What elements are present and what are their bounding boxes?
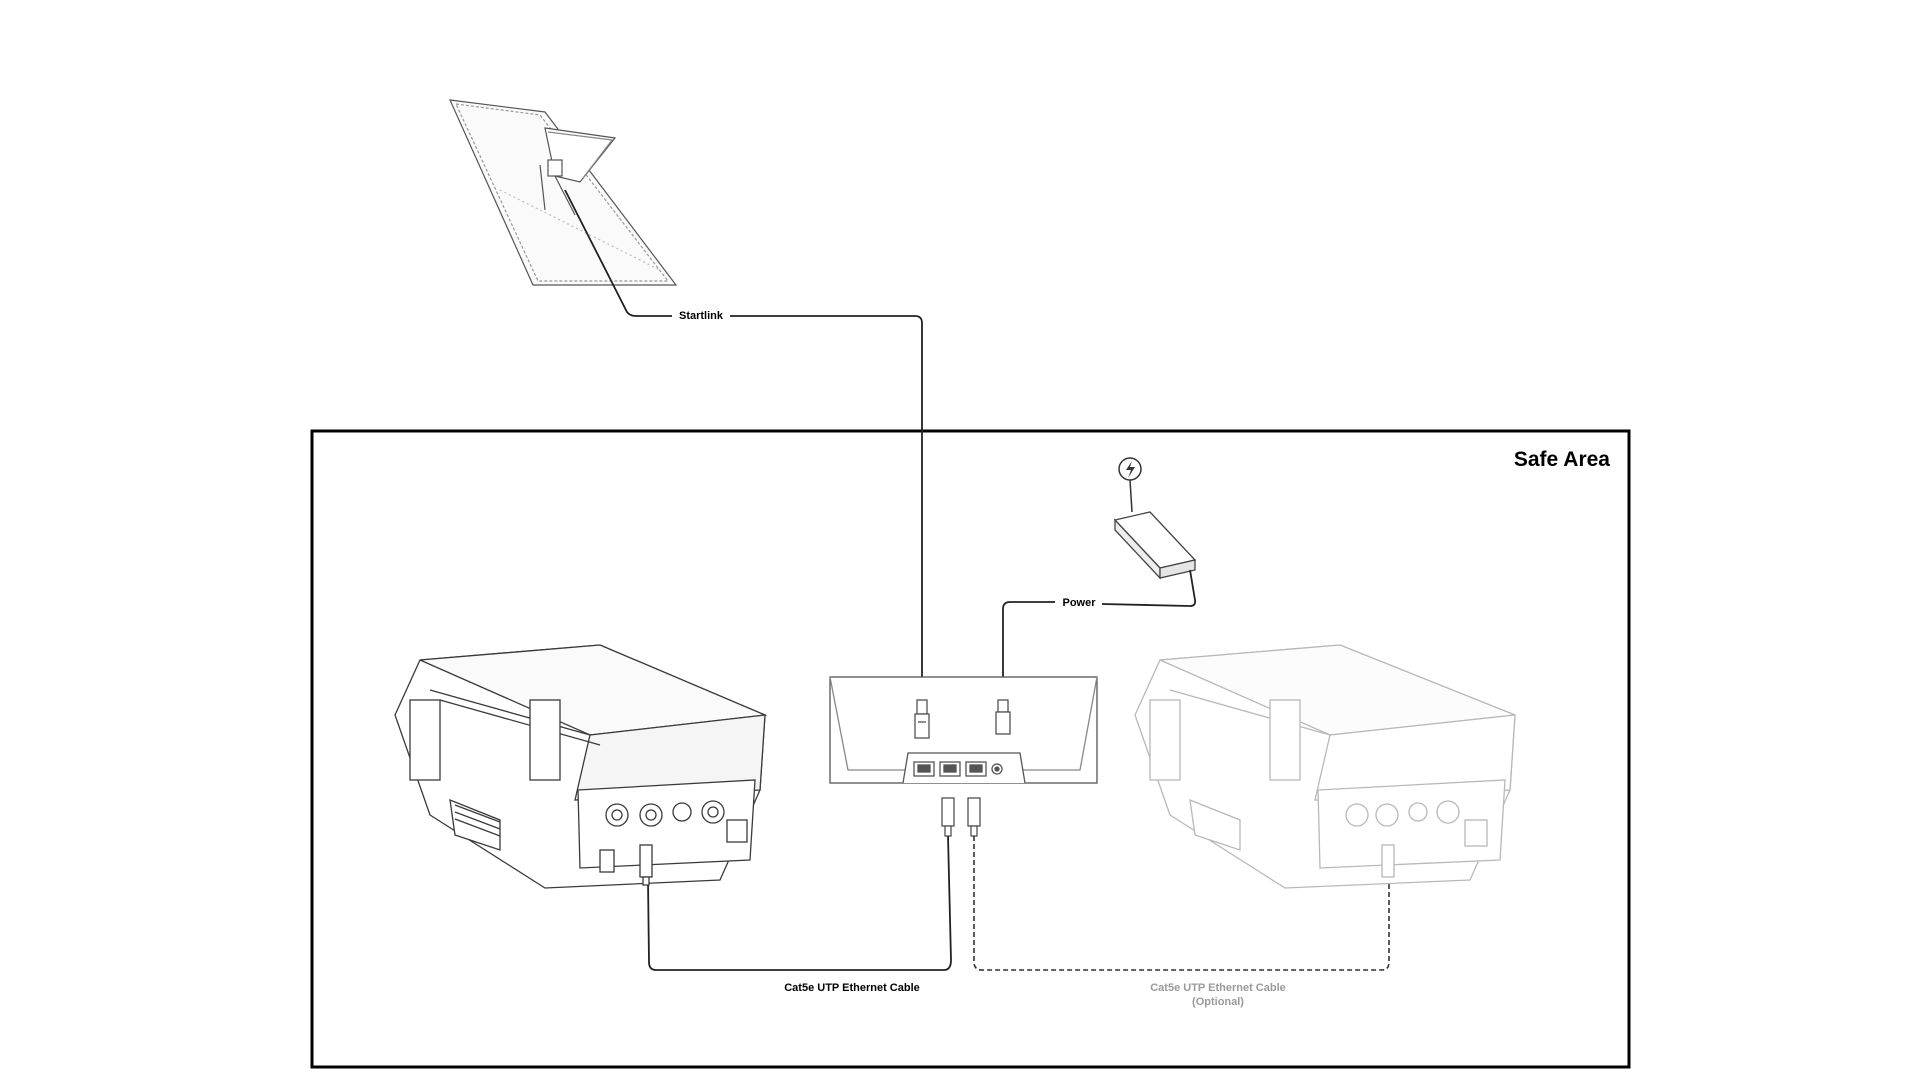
starlink-dish xyxy=(449,99,678,286)
starlink-cable xyxy=(564,189,672,317)
power-outlet xyxy=(1118,457,1142,481)
power-adapter xyxy=(1113,511,1197,580)
safe-area-title: Safe Area xyxy=(1514,448,1610,471)
safe-area-border xyxy=(310,429,1631,1069)
ethernet-plug-starlink xyxy=(914,699,930,739)
cable-optional-note: (Optional) xyxy=(1192,996,1244,1008)
router-hub xyxy=(829,676,1098,784)
rugged-case-optional xyxy=(1134,644,1516,889)
rugged-case-primary xyxy=(394,644,768,889)
lightning-icon xyxy=(1126,461,1135,478)
cat5e-cable-primary xyxy=(647,835,952,971)
ethernet-plug-primary xyxy=(941,797,955,837)
cable-optional-label: Cat5e UTP Ethernet Cable xyxy=(1150,982,1286,994)
ethernet-plug-optional xyxy=(967,797,981,837)
cat5e-cable-optional xyxy=(973,836,1390,971)
power-cable xyxy=(1101,569,1197,607)
power-plug xyxy=(995,699,1011,735)
power-label: Power xyxy=(1062,597,1096,609)
starlink-label: Startlink xyxy=(679,310,724,322)
cable-primary-label: Cat5e UTP Ethernet Cable xyxy=(784,982,920,994)
